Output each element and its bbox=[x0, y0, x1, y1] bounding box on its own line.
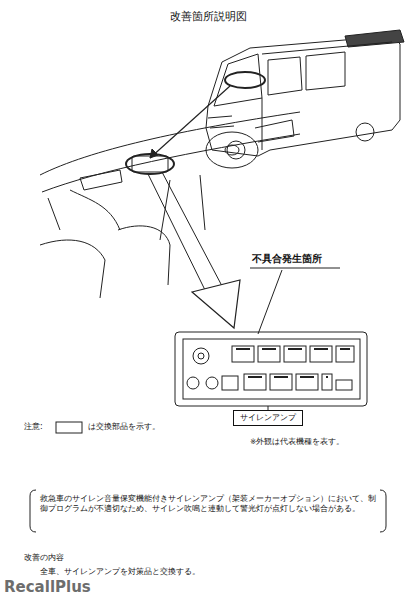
indicator-lamp bbox=[340, 348, 350, 350]
indicator-lamp bbox=[262, 348, 276, 350]
van-body bbox=[206, 36, 400, 156]
hollow-arrowhead bbox=[192, 280, 240, 328]
panel-button bbox=[310, 346, 332, 362]
van-window bbox=[306, 52, 345, 90]
blank-key bbox=[336, 380, 352, 390]
dash-top bbox=[40, 112, 300, 175]
knob-center bbox=[198, 353, 204, 359]
callout-label: 不具合発生箇所 bbox=[252, 253, 322, 266]
remedy-text: 全車、サイレンアンプを対策品と交換する。 bbox=[40, 567, 200, 577]
van-drawing bbox=[206, 30, 404, 159]
part-name: サイレンアンプ bbox=[240, 413, 296, 423]
blank-key bbox=[222, 376, 238, 390]
title: 改善箇所説明図 bbox=[170, 10, 247, 24]
panel-button bbox=[258, 346, 280, 362]
jack bbox=[187, 377, 199, 389]
dash-edge bbox=[42, 134, 300, 192]
note-label: 注意: bbox=[24, 422, 43, 432]
indicator-lamp bbox=[288, 348, 302, 350]
indicator-lamp bbox=[274, 376, 288, 378]
underline bbox=[250, 268, 340, 269]
panel-button bbox=[336, 346, 354, 362]
center-panel bbox=[132, 156, 168, 172]
panel-button bbox=[270, 374, 292, 390]
note-text: は交換部品を示す。 bbox=[88, 422, 160, 432]
defect-description: 救急車のサイレン音量保変機能付きサイレンアンプ（架装メーカーオプション）において… bbox=[40, 494, 378, 514]
grille bbox=[208, 116, 234, 128]
van-side bbox=[262, 42, 392, 150]
highlight-ellipse bbox=[126, 154, 174, 174]
jack bbox=[206, 377, 218, 389]
dashboard-drawing bbox=[40, 112, 300, 298]
windshield bbox=[214, 54, 262, 106]
watermark: RecallPlus bbox=[4, 578, 91, 597]
wheel bbox=[356, 123, 374, 141]
steering-wheel bbox=[206, 132, 258, 168]
indicator-lamp bbox=[326, 376, 328, 378]
console bbox=[160, 175, 205, 240]
panel-outline bbox=[175, 332, 367, 406]
button-grid bbox=[232, 346, 354, 390]
panel-button bbox=[296, 374, 318, 390]
seats bbox=[40, 226, 170, 298]
indicator-lamp bbox=[236, 348, 250, 350]
leader-line bbox=[258, 270, 282, 334]
arrow-line bbox=[148, 172, 222, 290]
indicator-lamp bbox=[314, 348, 328, 350]
section-heading: 改善の内容 bbox=[24, 553, 64, 563]
panel-face bbox=[183, 339, 360, 399]
note-text: ※外観は代表機種を表す。 bbox=[250, 437, 344, 446]
bracket bbox=[380, 490, 386, 532]
dash-lower bbox=[48, 190, 120, 230]
arrow-line bbox=[150, 86, 230, 158]
panel-button bbox=[244, 374, 266, 390]
indicator-lamp bbox=[248, 376, 262, 378]
replacement-mark bbox=[56, 422, 82, 433]
indicator-lamp bbox=[300, 376, 314, 378]
part-name-box: サイレンアンプ bbox=[233, 410, 303, 426]
knob bbox=[193, 348, 209, 364]
glovebox bbox=[80, 170, 122, 190]
panel-button bbox=[232, 346, 254, 362]
siren-amp-panel bbox=[175, 332, 367, 406]
gauge-cluster bbox=[255, 120, 294, 142]
bracket bbox=[30, 490, 36, 532]
panel-button bbox=[284, 346, 306, 362]
steering-hub bbox=[225, 145, 239, 155]
roof-light bbox=[345, 30, 404, 47]
panel-button bbox=[322, 374, 332, 390]
highlight-ellipse bbox=[225, 72, 265, 88]
